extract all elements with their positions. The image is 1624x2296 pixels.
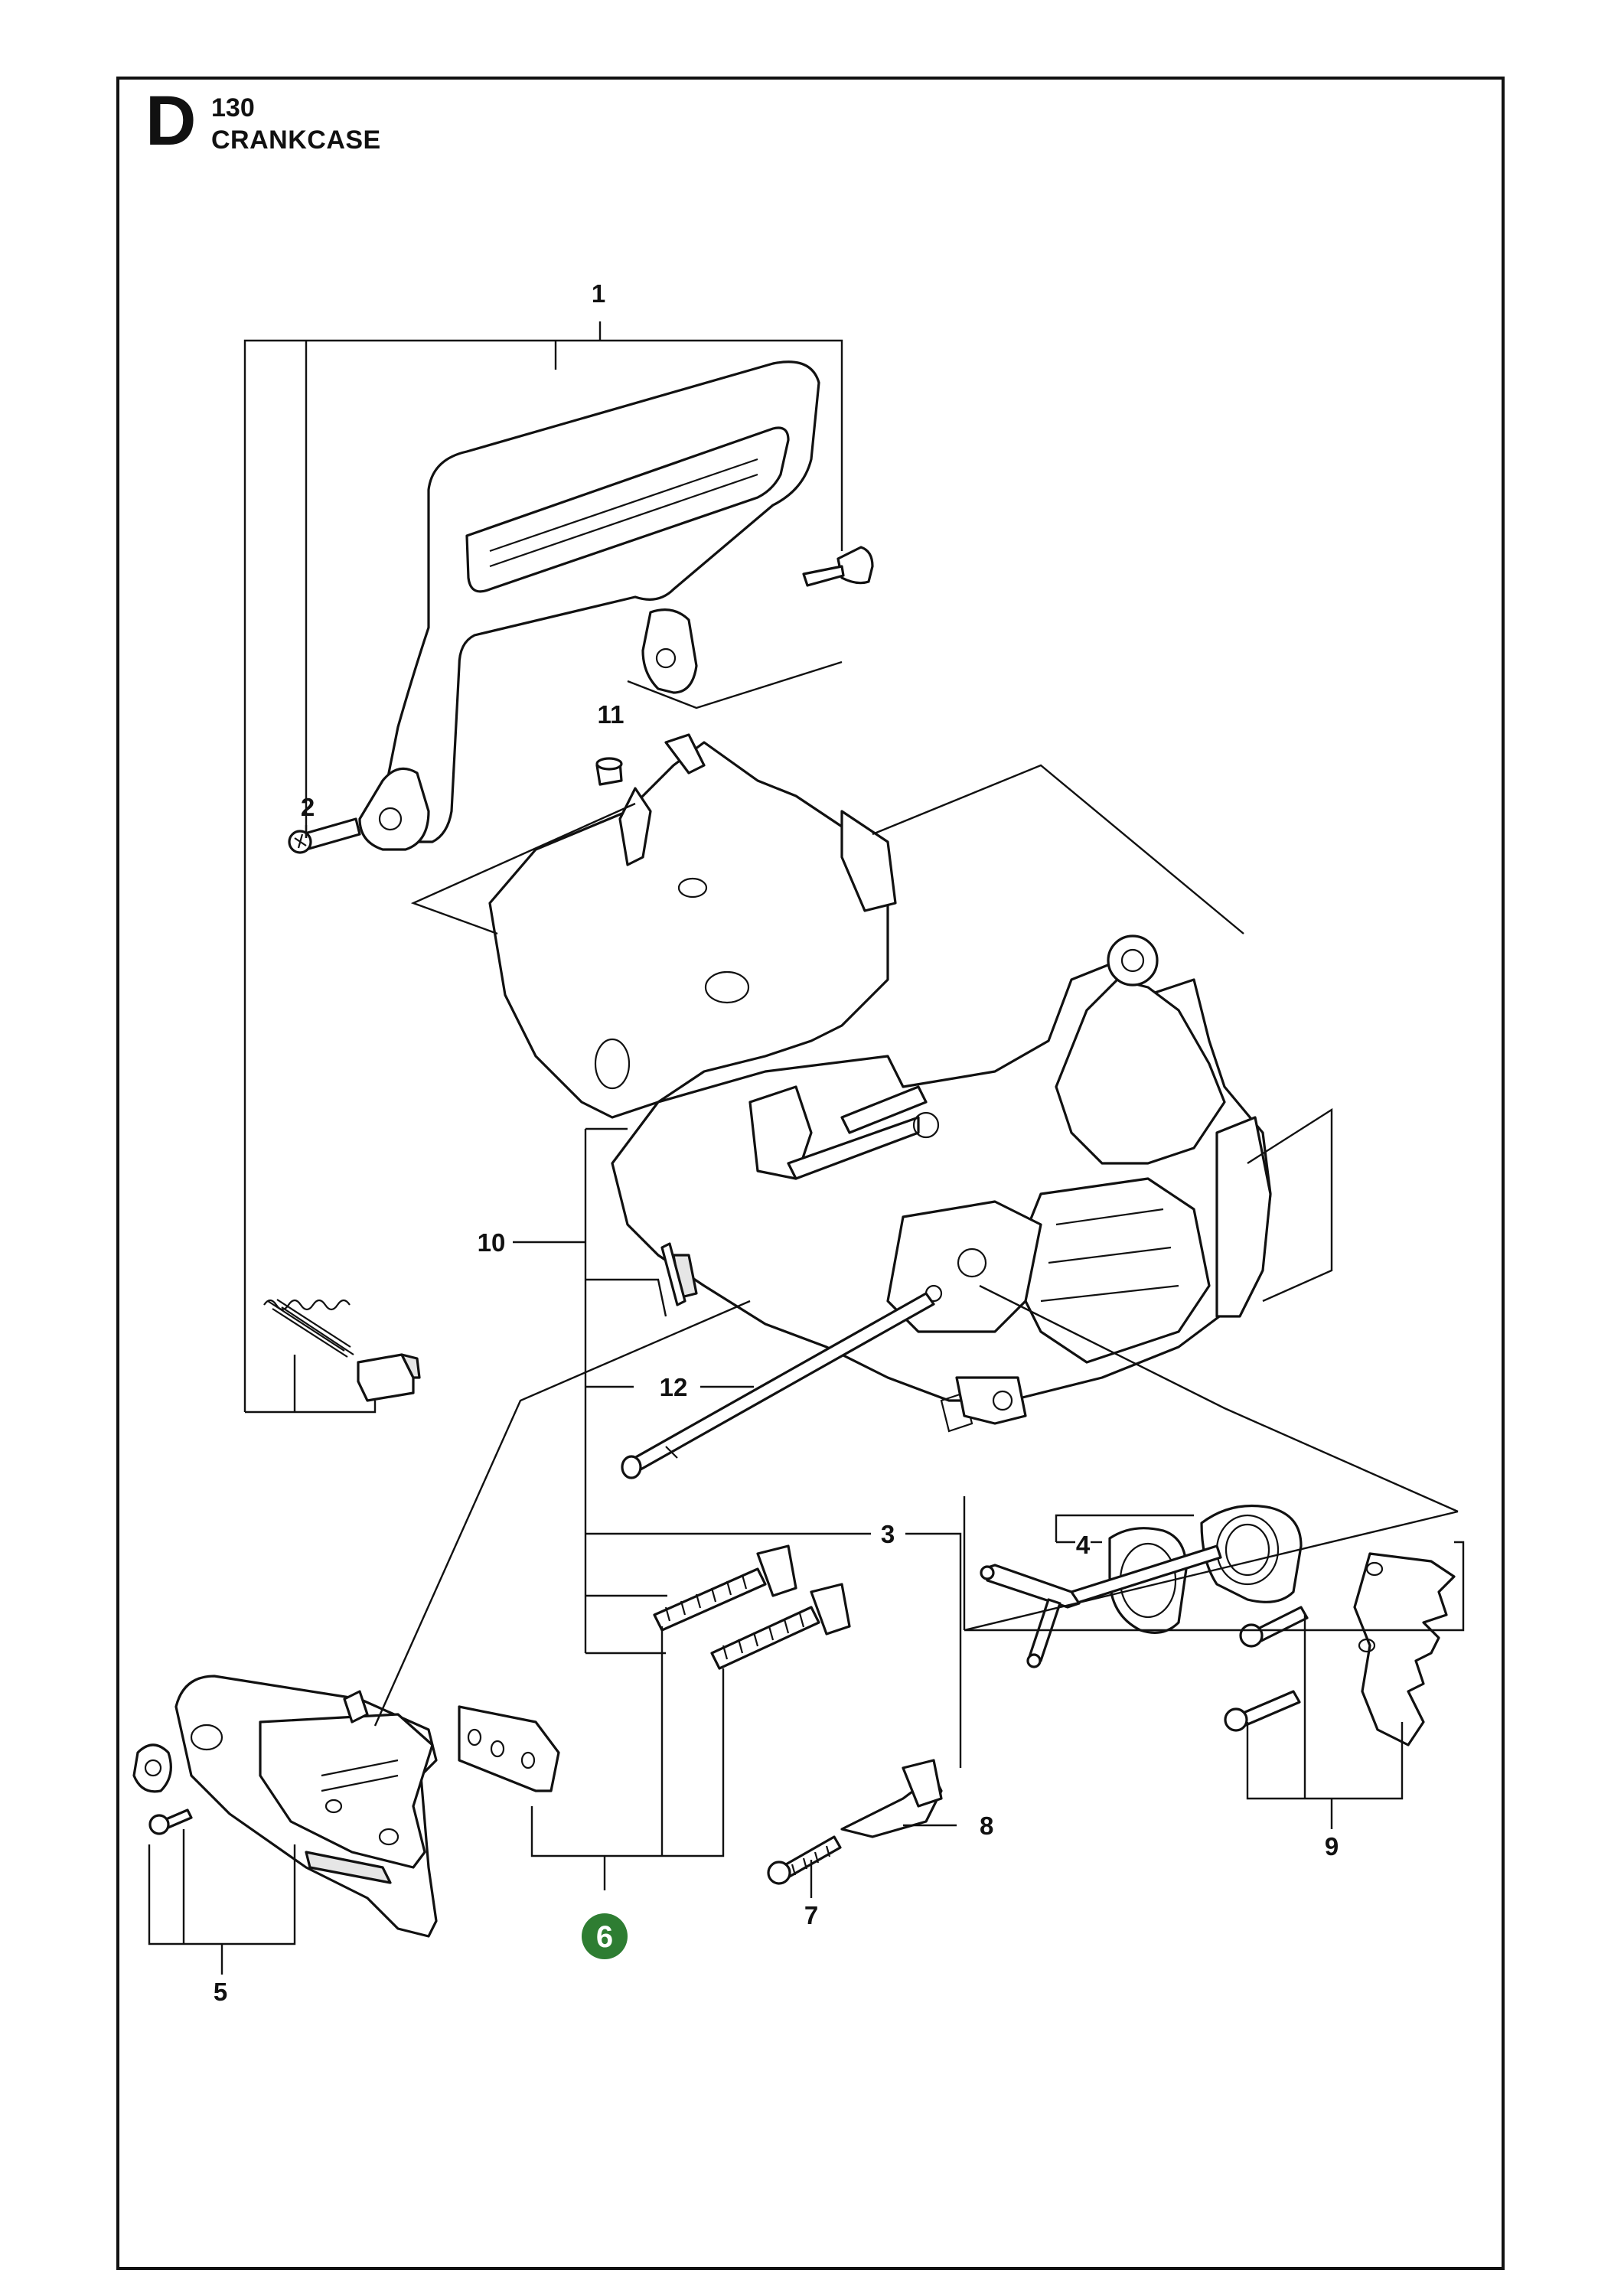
pin-part[interactable] xyxy=(660,1242,686,1306)
callout-12: 12 xyxy=(660,1373,688,1401)
callout-2: 2 xyxy=(301,793,315,821)
bracket-part-8[interactable] xyxy=(840,1759,943,1838)
callout-1: 1 xyxy=(592,279,605,308)
callout-9: 9 xyxy=(1325,1832,1339,1861)
bolts-part-3[interactable] xyxy=(653,1544,851,1670)
bolt-part-2[interactable] xyxy=(288,817,361,854)
section-title: CRANKCASE xyxy=(211,126,381,155)
side-cover-part-5[interactable] xyxy=(132,1675,438,1938)
adjuster-part-4[interactable] xyxy=(980,1504,1303,1668)
callout-labels: 1 2 3 4 5 7 8 9 10 11 12 xyxy=(214,279,1339,2006)
plug-part-11[interactable] xyxy=(595,757,623,786)
screw-part-7[interactable] xyxy=(767,1835,842,1885)
plate-part-6[interactable] xyxy=(458,1705,560,1792)
section-letter: D xyxy=(145,82,197,160)
callout-5: 5 xyxy=(214,1978,227,2006)
callout-4: 4 xyxy=(1076,1531,1091,1559)
front-handle-part[interactable] xyxy=(358,360,874,851)
bar-part-12[interactable] xyxy=(621,1292,935,1479)
drawing-frame xyxy=(116,77,1505,2270)
spring-and-pad[interactable] xyxy=(263,1299,421,1402)
callout-8: 8 xyxy=(980,1812,993,1840)
callout-3: 3 xyxy=(881,1520,895,1548)
chain-catcher-part-9[interactable] xyxy=(1224,1552,1456,1746)
section-number: 130 xyxy=(211,93,255,122)
highlight-circle xyxy=(582,1913,628,1959)
callout-10: 10 xyxy=(478,1228,506,1257)
callout-7: 7 xyxy=(804,1901,818,1929)
callout-6-highlight[interactable]: 6 xyxy=(582,1913,628,1959)
leader-lines xyxy=(148,321,1465,1975)
callout-6: 6 xyxy=(596,1920,613,1954)
callout-11: 11 xyxy=(598,700,624,729)
